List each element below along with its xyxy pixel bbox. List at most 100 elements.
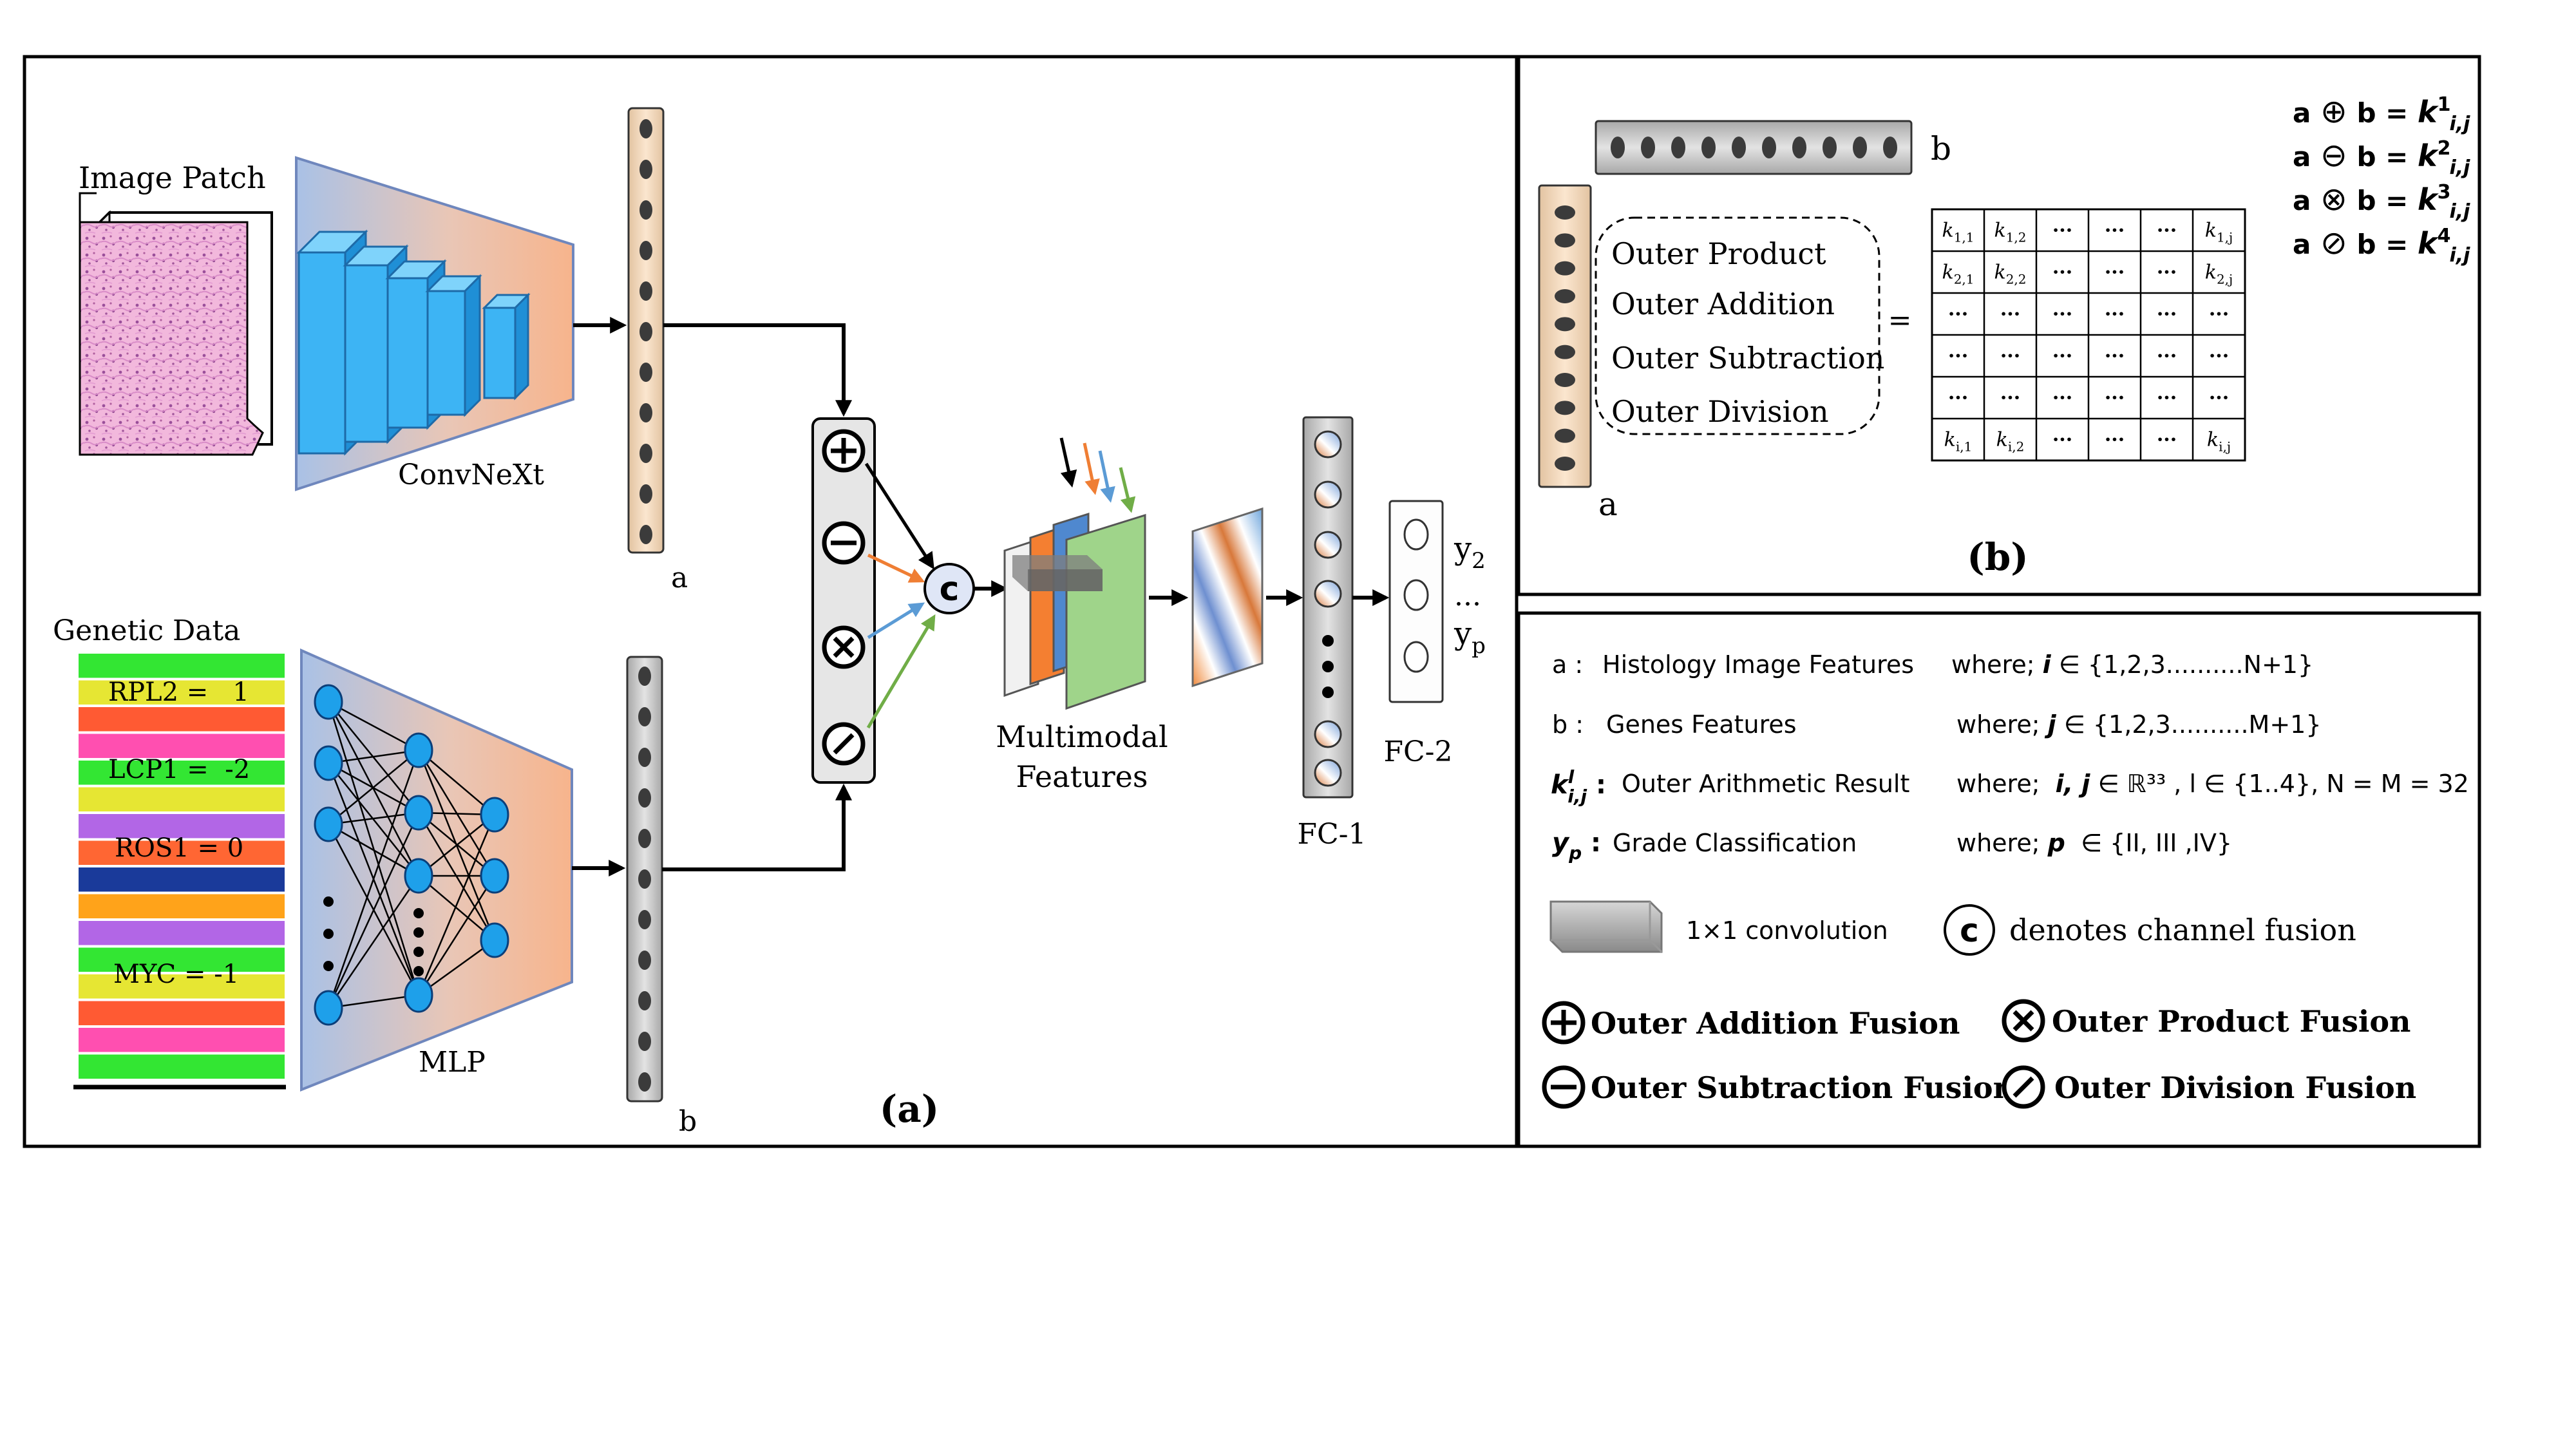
legend-desc-y: Grade Classification bbox=[1613, 829, 1857, 857]
mlp-ellipsis-dot bbox=[413, 966, 424, 976]
row-vector-b-dot bbox=[1762, 137, 1776, 158]
fc1-ellipsis-dot bbox=[1322, 687, 1334, 698]
vector-b-dot bbox=[638, 667, 651, 686]
channel-fusion-legend-symbol: c bbox=[1960, 912, 1979, 949]
fc1-node bbox=[1315, 532, 1341, 558]
matrix-cell-index: i,2 bbox=[2008, 439, 2024, 455]
mlp-neuron bbox=[405, 796, 432, 829]
multimodal-features-line1: Multimodal bbox=[996, 719, 1168, 754]
equation-rhs: b = bbox=[2347, 185, 2418, 216]
matrix-cell: ··· bbox=[2052, 261, 2072, 284]
gene-bar bbox=[79, 1055, 285, 1079]
outer-product-symbol bbox=[824, 628, 863, 667]
equation-k: k bbox=[2418, 138, 2439, 173]
vector-b-dot bbox=[638, 748, 651, 767]
conv-1x1-label: 1×1 convolution bbox=[1686, 916, 1888, 945]
equation-k: k bbox=[2418, 182, 2439, 217]
outer-addition-symbol bbox=[824, 431, 863, 470]
vector-b-dot bbox=[638, 991, 651, 1010]
vector-a-dot bbox=[639, 200, 652, 220]
equation-rhs: b = bbox=[2347, 229, 2418, 260]
gene-bar bbox=[79, 707, 285, 732]
matrix-cell: ··· bbox=[1948, 345, 1968, 368]
equation-sub: i,j bbox=[2449, 156, 2470, 179]
conv-block-front bbox=[428, 291, 465, 415]
matrix-cell-k: k bbox=[2205, 261, 2217, 284]
legend-sym-a: a : bbox=[1552, 650, 1583, 679]
vector-b-dot bbox=[638, 951, 651, 970]
conv-block-front bbox=[345, 265, 388, 442]
channel-fusion-legend-label: denotes channel fusion bbox=[2009, 913, 2356, 947]
equation-op: ⊖ bbox=[2320, 137, 2347, 174]
equation-sup: 2 bbox=[2438, 137, 2451, 160]
col-vector-a-dot bbox=[1555, 373, 1575, 387]
row-vector-b-dot bbox=[1823, 137, 1837, 158]
panel-b: b a Outer Product Outer Addition Outer S… bbox=[1519, 57, 2479, 594]
legend-product-icon bbox=[2004, 1001, 2043, 1040]
vector-b-dot bbox=[638, 910, 651, 929]
mlp-ellipsis-dot bbox=[323, 961, 334, 971]
equation-rhs: b = bbox=[2347, 141, 2418, 173]
gene-bar bbox=[79, 867, 285, 892]
vector-b-dot bbox=[638, 1072, 651, 1092]
equation-op: ⊘ bbox=[2320, 224, 2347, 261]
multimodal-feature-stack bbox=[1005, 514, 1145, 708]
matrix-cell: ··· bbox=[2157, 429, 2177, 451]
legend-frame bbox=[1519, 613, 2479, 1146]
legend-sym-b: b : bbox=[1552, 710, 1584, 739]
legend-product-label: Outer Product Fusion bbox=[2052, 1004, 2410, 1039]
mlp-neuron bbox=[405, 734, 432, 767]
operation-outer-subtraction: Outer Subtraction bbox=[1611, 341, 1884, 375]
fc1-ellipsis-dot bbox=[1322, 635, 1334, 647]
row-vector-b-dot bbox=[1641, 137, 1655, 158]
operation-outer-addition: Outer Addition bbox=[1611, 287, 1835, 321]
gene-bar bbox=[79, 788, 285, 812]
row-vector-b-dot bbox=[1701, 137, 1716, 158]
matrix-cell: ··· bbox=[2209, 303, 2229, 326]
fc1-node bbox=[1315, 760, 1341, 786]
matrix-cell: ··· bbox=[2209, 387, 2229, 410]
matrix-cell: ··· bbox=[2000, 303, 2020, 326]
vector-b-dot bbox=[638, 788, 651, 808]
equation-k: k bbox=[2418, 95, 2439, 129]
equation-lhs: a bbox=[2293, 229, 2320, 260]
gene-bar bbox=[79, 921, 285, 945]
vector-b-dot bbox=[638, 829, 651, 848]
matrix-cell-k: k bbox=[1942, 261, 1954, 284]
equation-k: k bbox=[2418, 226, 2439, 261]
col-vector-a-dot bbox=[1555, 317, 1575, 331]
legend-where-k: where; i, j ∈ ℝ³³ , l ∈ {1..4}, N = M = … bbox=[1956, 770, 2469, 798]
mlp-ellipsis-dot bbox=[323, 896, 334, 907]
row-vector-b-dot bbox=[1732, 137, 1746, 158]
matrix-cell: ··· bbox=[2052, 303, 2072, 326]
conv-block-side bbox=[465, 276, 480, 415]
vector-b-dot bbox=[638, 707, 651, 726]
matrix-cell: ··· bbox=[2105, 220, 2125, 242]
mlp-ellipsis-dot bbox=[413, 947, 424, 957]
operation-outer-division: Outer Division bbox=[1611, 394, 1829, 429]
legend-where-y: where; p ∈ {II, III ,IV} bbox=[1956, 829, 2232, 857]
vector-a-dot bbox=[639, 281, 652, 301]
gene-bar bbox=[79, 1001, 285, 1026]
equation-sub: i,j bbox=[2449, 113, 2470, 135]
mlp-neuron bbox=[481, 859, 508, 893]
col-vector-a-dot bbox=[1555, 429, 1575, 443]
vector-a-dot bbox=[639, 363, 652, 382]
legend-division-label: Outer Division Fusion bbox=[2054, 1070, 2416, 1105]
matrix-cell-k: k bbox=[2207, 429, 2219, 451]
mlp-neuron bbox=[405, 978, 432, 1012]
result-matrix: k1,1k1,2·········k1,jk2,1k2,2·········k2… bbox=[1932, 209, 2245, 460]
equation-lhs: a bbox=[2293, 185, 2320, 216]
conv-block-side bbox=[515, 295, 528, 398]
col-vector-a-dot bbox=[1555, 261, 1575, 276]
legend-subtraction-label: Outer Subtraction Fusion bbox=[1591, 1070, 2014, 1105]
matrix-cell: ··· bbox=[2157, 387, 2177, 410]
convnext-label: ConvNeXt bbox=[398, 459, 544, 491]
fc1-node bbox=[1315, 721, 1341, 747]
gene-bar bbox=[79, 895, 285, 919]
col-vector-a-label: a bbox=[1598, 486, 1618, 523]
outer-subtraction-symbol bbox=[824, 524, 863, 562]
image-patch-label: Image Patch bbox=[79, 160, 266, 195]
matrix-cell: ··· bbox=[1948, 303, 1968, 326]
